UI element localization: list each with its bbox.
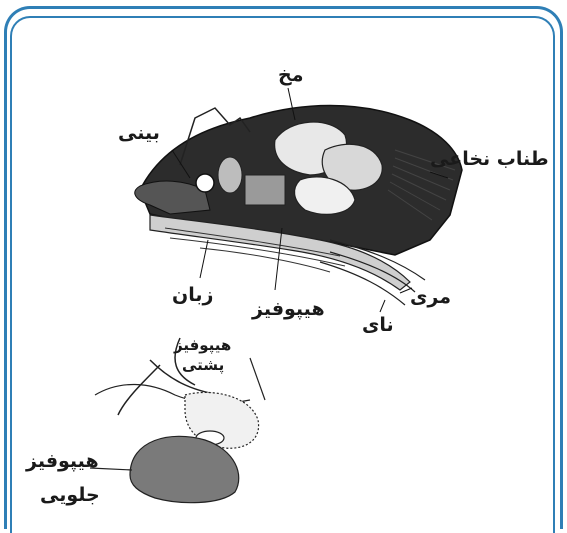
head-section [135, 106, 462, 306]
label-brain: مخ [278, 66, 303, 85]
label-hypophysis: هیپوفیز [252, 300, 325, 319]
pituitary-detail [90, 338, 265, 503]
label-posterior-hypophysis-line2: پشتی [182, 358, 224, 373]
label-anterior-hypophysis-line2: جلویی [40, 486, 100, 505]
label-anterior-hypophysis-line1: هیپوفیز [26, 452, 99, 471]
label-trachea: نای [362, 316, 394, 335]
label-nose: بینی [118, 124, 160, 143]
label-tongue: زبان [172, 286, 213, 305]
leader-posterior [250, 358, 265, 400]
label-esophagus: مری [410, 288, 451, 307]
nasal-cavity [218, 157, 242, 193]
label-posterior-hypophysis-line1: هیپوفیز [174, 338, 231, 353]
midbrain-region [245, 175, 285, 205]
eye [196, 174, 214, 192]
label-spinal-cord: طناب نخاعی [430, 150, 549, 169]
